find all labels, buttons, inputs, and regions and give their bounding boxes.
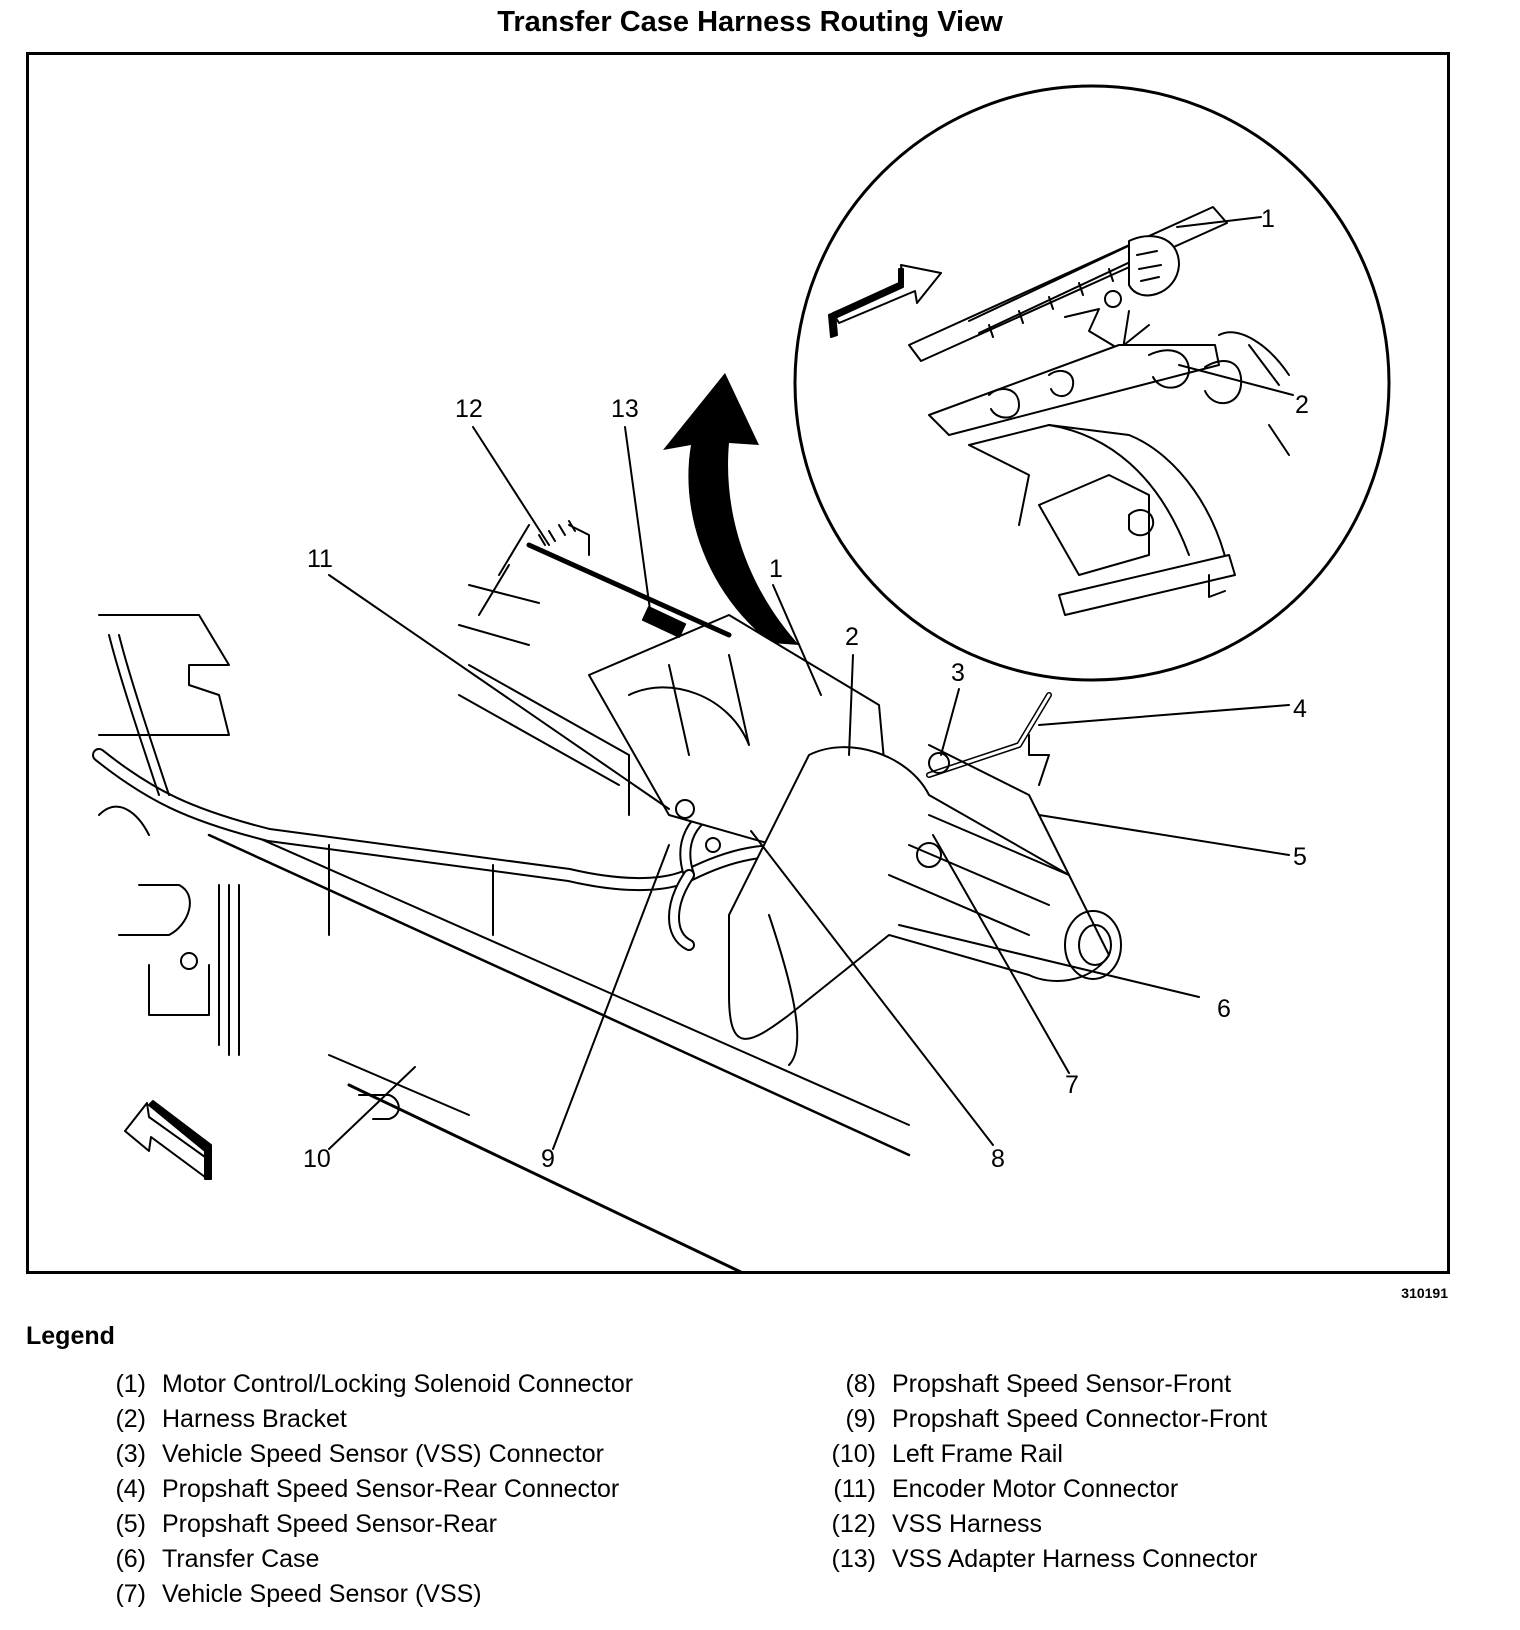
leader-lines xyxy=(328,216,1294,1150)
detail-transfer-case-housing xyxy=(968,424,1236,616)
legend-label: Vehicle Speed Sensor (VSS) xyxy=(162,1580,482,1608)
legend-number: (11) xyxy=(833,1475,876,1503)
callout-5: 5 xyxy=(1293,843,1307,871)
legend-number: (5) xyxy=(115,1510,146,1538)
legend-column-right: (8) Propshaft Speed Sensor-Front (9) Props… xyxy=(818,1370,1268,1580)
legend-item: (13) VSS Adapter Harness Connector xyxy=(818,1545,1267,1580)
detail-callout-1: 1 xyxy=(1261,205,1275,233)
legend-number: (9) xyxy=(845,1405,876,1433)
legend-label: Harness Bracket xyxy=(162,1405,347,1433)
figure-id: 310191 xyxy=(1401,1285,1448,1301)
diagram-frame: 1 2 3 4 5 6 7 8 9 10 11 12 13 1 2 xyxy=(26,52,1450,1274)
legend-item: (4) Propshaft Speed Sensor-Rear Connector xyxy=(88,1475,633,1510)
callout-3: 3 xyxy=(951,659,965,687)
legend-title: Legend xyxy=(26,1322,115,1350)
legend-number: (4) xyxy=(115,1475,146,1503)
legend-label: VSS Adapter Harness Connector xyxy=(892,1545,1258,1573)
callout-13: 13 xyxy=(611,395,639,423)
vss-harness xyxy=(458,520,732,816)
callout-12: 12 xyxy=(455,395,483,423)
legend-number: (6) xyxy=(115,1545,146,1573)
detail-view-circle xyxy=(793,84,1391,682)
legend-label: Motor Control/Locking Solenoid Connector xyxy=(162,1370,634,1398)
legend-number: (3) xyxy=(115,1440,146,1468)
legend-number: (7) xyxy=(115,1580,146,1608)
callout-4: 4 xyxy=(1293,695,1307,723)
callout-1: 1 xyxy=(769,555,783,583)
legend-number: (1) xyxy=(115,1370,146,1398)
legend-label: Vehicle Speed Sensor (VSS) Connector xyxy=(162,1440,604,1468)
vss-adapter-harness-connector xyxy=(641,606,687,638)
detail-forward-arrow-icon xyxy=(828,264,942,338)
diagram-illustration: 1 2 3 4 5 6 7 8 9 10 11 12 13 1 2 xyxy=(92,84,1391,1271)
legend-number: (2) xyxy=(115,1405,146,1433)
rear-direction-arrow-icon xyxy=(124,1100,212,1180)
callout-11: 11 xyxy=(307,545,333,573)
callout-7: 7 xyxy=(1065,1071,1079,1099)
legend-item: (2) Harness Bracket xyxy=(88,1405,633,1440)
legend-label: Transfer Case xyxy=(162,1545,320,1573)
legend-item: (3) Vehicle Speed Sensor (VSS) Connector xyxy=(88,1440,633,1475)
legend-item: (12) VSS Harness xyxy=(818,1510,1267,1545)
transfer-case xyxy=(588,614,1122,1066)
detail-harness xyxy=(908,206,1228,362)
callout-2: 2 xyxy=(845,623,859,651)
legend-label: Propshaft Speed Sensor-Rear Connector xyxy=(162,1475,620,1503)
diagram-title: Transfer Case Harness Routing View xyxy=(497,6,1003,38)
legend-number: (12) xyxy=(831,1510,876,1538)
legend-label: Encoder Motor Connector xyxy=(892,1475,1179,1503)
legend-item: (9) Propshaft Speed Connector-Front xyxy=(818,1405,1267,1440)
legend-item: (7) Vehicle Speed Sensor (VSS) xyxy=(88,1580,633,1615)
legend-number: (8) xyxy=(845,1370,876,1398)
legend-label: Propshaft Speed Sensor-Front xyxy=(892,1370,1232,1398)
detail-callout-2: 2 xyxy=(1295,391,1309,419)
bellhousing xyxy=(98,614,230,836)
legend-label: Propshaft Speed Sensor-Rear xyxy=(162,1510,497,1538)
magnify-arrow-icon xyxy=(663,373,799,645)
legend-item: (10) Left Frame Rail xyxy=(818,1440,1267,1475)
legend-number: (13) xyxy=(831,1545,876,1573)
legend-label: VSS Harness xyxy=(892,1510,1043,1538)
legend-item: (11) Encoder Motor Connector xyxy=(818,1475,1267,1510)
legend-item: (5) Propshaft Speed Sensor-Rear xyxy=(88,1510,633,1545)
legend-column-left: (1) Motor Control/Locking Solenoid Connec… xyxy=(88,1370,633,1615)
legend-label: Propshaft Speed Connector-Front xyxy=(892,1405,1268,1433)
legend-item: (1) Motor Control/Locking Solenoid Connec… xyxy=(88,1370,633,1405)
callout-6: 6 xyxy=(1217,995,1231,1023)
callout-8: 8 xyxy=(991,1145,1005,1173)
legend-label: Left Frame Rail xyxy=(892,1440,1063,1468)
callout-10: 10 xyxy=(303,1145,331,1173)
legend-number: (10) xyxy=(831,1440,876,1468)
callout-9: 9 xyxy=(541,1145,555,1173)
legend-item: (8) Propshaft Speed Sensor-Front xyxy=(818,1370,1267,1405)
legend-item: (6) Transfer Case xyxy=(88,1545,633,1580)
left-frame-rail xyxy=(118,824,911,1271)
detail-bracket xyxy=(928,308,1290,456)
